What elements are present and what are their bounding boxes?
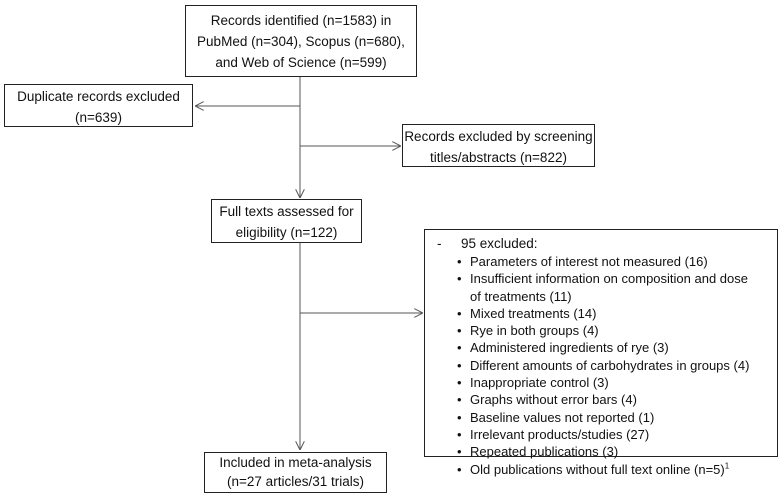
included-line-1: Included in meta-analysis <box>219 455 372 470</box>
reason-item: •Irrelevant products/studies (27) <box>457 426 650 442</box>
reason-item: •Different amounts of carbohydrates in g… <box>457 357 750 373</box>
screening-excluded-line-2: titles/abstracts (n=822) <box>430 150 567 165</box>
reason-item: •Administered ingredients of rye (3) <box>457 340 669 356</box>
reason-item: •Repeated publications (3) <box>457 444 619 460</box>
full-texts-line-1: Full texts assessed for <box>219 204 354 219</box>
excluded-heading: - 95 excluded: <box>433 234 769 253</box>
reason-item: •Mixed treatments (14) <box>457 305 597 321</box>
reason-item: •Inappropriate control (3) <box>457 375 609 391</box>
included-box: Included in meta-analysis (n=27 articles… <box>204 452 387 493</box>
full-texts-line-2: eligibility (n=122) <box>235 225 338 240</box>
reason-item: •Old publications without full text onli… <box>457 461 730 477</box>
duplicates-excluded-box: Duplicate records excluded (n=639) <box>4 84 193 127</box>
reason-item: •Graphs without error bars (4) <box>457 392 637 408</box>
screening-excluded-box: Records excluded by screening titles/abs… <box>402 124 595 167</box>
reason-item: •Rye in both groups (4) <box>457 323 599 339</box>
screening-excluded-line-1: Records excluded by screening <box>404 129 593 144</box>
duplicates-excluded-line-2: (n=639) <box>75 110 122 125</box>
exclusion-reasons-list: •Parameters of interest not measured (16… <box>433 253 769 478</box>
excluded-heading-text: 95 excluded: <box>461 236 538 251</box>
footnote-marker: 1 <box>724 461 730 471</box>
records-identified-line-2: PubMed (n=304), Scopus (n=680), <box>197 34 405 49</box>
reason-item: •Baseline values not reported (1) <box>457 409 655 425</box>
reason-item: •Insufficient information on composition… <box>457 271 748 304</box>
records-identified-box: Records identified (n=1583) in PubMed (n… <box>185 5 417 77</box>
full-texts-box: Full texts assessed for eligibility (n=1… <box>211 199 362 243</box>
duplicates-excluded-line-1: Duplicate records excluded <box>17 89 180 104</box>
included-line-2: (n=27 articles/31 trials) <box>227 474 364 489</box>
dash-marker: - <box>437 236 442 251</box>
excluded-reasons-box: - 95 excluded: •Parameters of interest no… <box>424 229 778 477</box>
records-identified-line-1: Records identified (n=1583) in <box>210 13 392 28</box>
records-identified-line-3: and Web of Science (n=599) <box>215 55 387 70</box>
reason-item: •Parameters of interest not measured (16… <box>457 254 708 269</box>
